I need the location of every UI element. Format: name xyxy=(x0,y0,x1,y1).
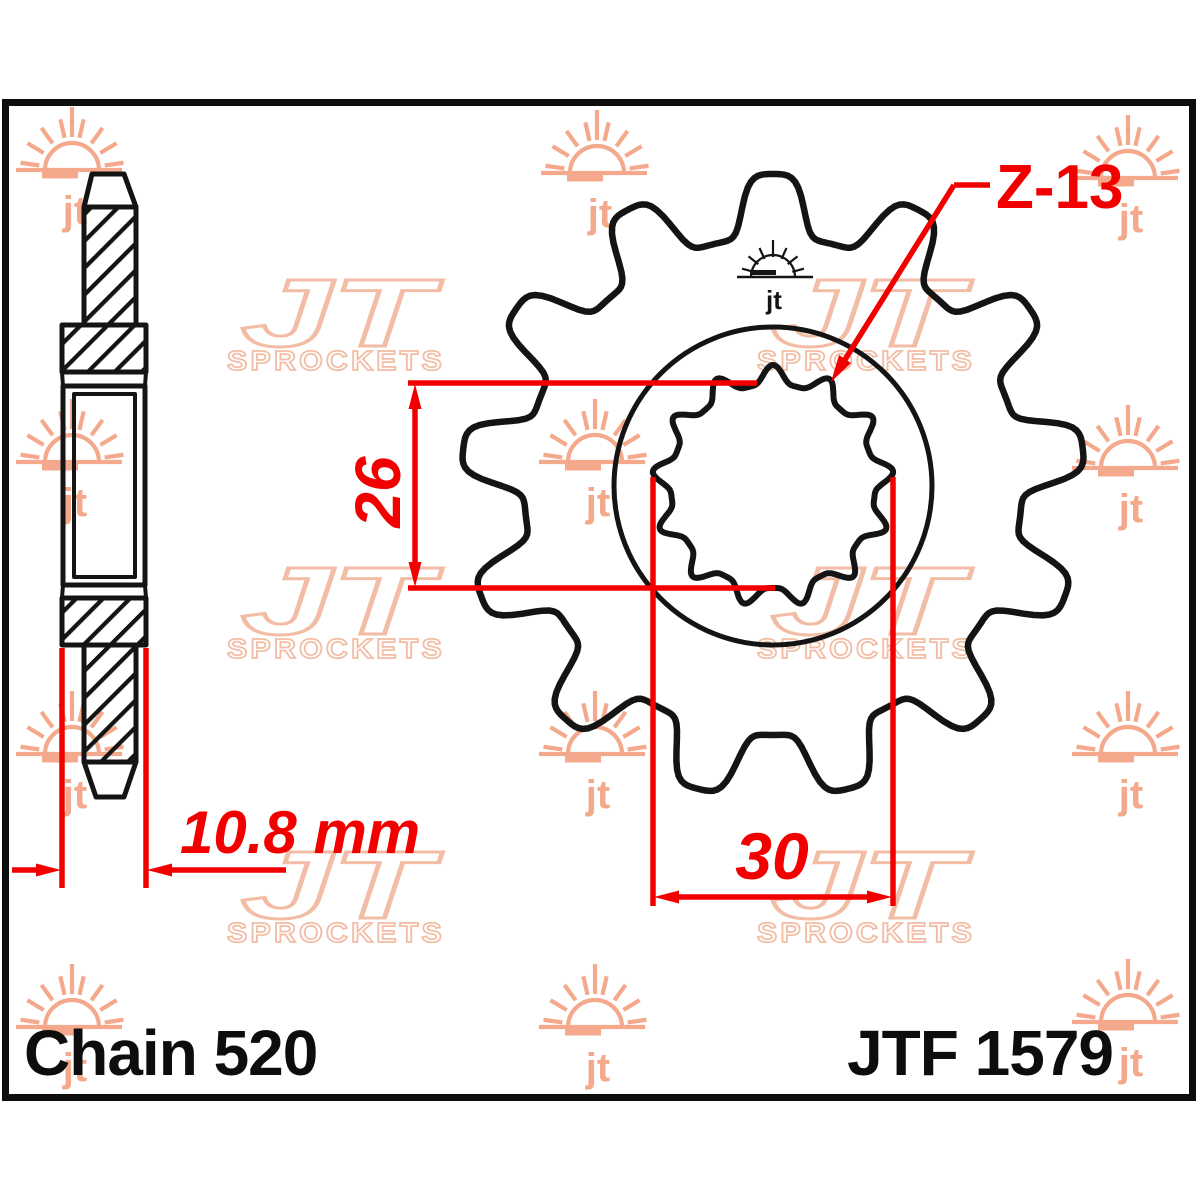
watermark-sprockets-text: SPROCKETS xyxy=(757,917,975,948)
watermark-sprockets-text: SPROCKETS xyxy=(757,633,975,664)
sun-jt-text: jt xyxy=(1118,1041,1143,1085)
dimension-width-10-8: 10.8 mm xyxy=(12,648,420,888)
sun-jt-text: jt xyxy=(62,1046,87,1090)
dim-30-label: 30 xyxy=(735,819,809,893)
sun-jt-text: jt xyxy=(585,481,610,525)
watermark-sprockets-text: SPROCKETS xyxy=(757,345,975,376)
jt-sun-watermark: jt xyxy=(1072,405,1180,531)
jt-sun-watermark: jt xyxy=(539,964,647,1090)
sun-jt-text: jt xyxy=(585,773,610,817)
sun-icon xyxy=(1098,992,1158,1023)
jt-sun-watermark: jt xyxy=(539,691,647,817)
sun-icon xyxy=(565,724,625,755)
sun-jt-text: jt xyxy=(585,1046,610,1090)
side-shaft-top xyxy=(81,204,139,328)
jt-sun-watermark: jt xyxy=(1072,959,1180,1085)
side-hub-inner xyxy=(72,392,137,579)
watermark-sprockets-text: SPROCKETS xyxy=(227,917,445,948)
chain-label: Chain 520 xyxy=(24,1017,317,1089)
jt-sun-watermark: jt xyxy=(1072,115,1180,241)
jt-sun-watermark: jt xyxy=(16,107,124,233)
sun-icon xyxy=(565,997,625,1028)
jt-sun-watermark: jt xyxy=(541,110,649,236)
jt-sun-watermark: jt xyxy=(1072,691,1180,817)
sun-jt-text: jt xyxy=(62,773,87,817)
sun-jt-text: jt xyxy=(587,192,612,236)
sun-jt-text: jt xyxy=(1118,487,1143,531)
side-tooth-ring-bottom xyxy=(59,595,149,648)
sun-icon xyxy=(567,143,627,174)
dim-26-label: 26 xyxy=(342,456,414,529)
watermark-sprockets-text: SPROCKETS xyxy=(227,345,445,376)
engraved-jt-sun-logo: jt xyxy=(737,240,813,315)
tooth-count-callout: Z-13 xyxy=(831,153,1123,382)
sun-icon xyxy=(1098,724,1158,755)
dimension-30: 30 xyxy=(650,477,896,906)
sun-jt-text: jt xyxy=(1118,773,1143,817)
part-number-label: JTF 1579 xyxy=(847,1017,1113,1089)
dim-width-label: 10.8 mm xyxy=(180,799,420,866)
tooth-count-label: Z-13 xyxy=(996,153,1123,222)
watermark-jt-text: JT xyxy=(771,832,973,939)
side-shaft-bottom xyxy=(81,642,139,765)
watermark-jt-text: JT xyxy=(241,832,443,939)
front-view-sprocket: jt xyxy=(459,170,1087,795)
engraved-jt-text: jt xyxy=(765,285,782,315)
side-view-cross-section xyxy=(59,171,149,800)
watermark-sprockets-text: SPROCKETS xyxy=(227,633,445,664)
dimension-26: 26 xyxy=(342,380,775,591)
sun-icon xyxy=(1098,438,1158,469)
side-tooth-ring-top xyxy=(59,322,149,375)
watermark-jt-text: JT xyxy=(241,260,443,367)
jt-sun-watermark: jt xyxy=(539,399,647,525)
jt-sun-watermark: jt xyxy=(16,399,124,525)
side-tip-bottom xyxy=(81,759,139,800)
sprocket-teeth-outline xyxy=(459,170,1087,795)
sun-icon xyxy=(42,997,102,1028)
side-tip-top xyxy=(81,171,139,210)
watermark-layer: jtjtjtjtjtjtjtjtjtjtjtjtJTSPROCKETSJTSPR… xyxy=(16,107,1180,1090)
frame-border xyxy=(2,99,1196,1101)
sun-jt-text: jt xyxy=(1118,197,1143,241)
sun-icon xyxy=(42,140,102,171)
jt-sun-watermark: jt xyxy=(16,964,124,1090)
bore-circle xyxy=(611,324,935,648)
sun-icon xyxy=(1098,148,1158,179)
sun-icon xyxy=(565,432,625,463)
